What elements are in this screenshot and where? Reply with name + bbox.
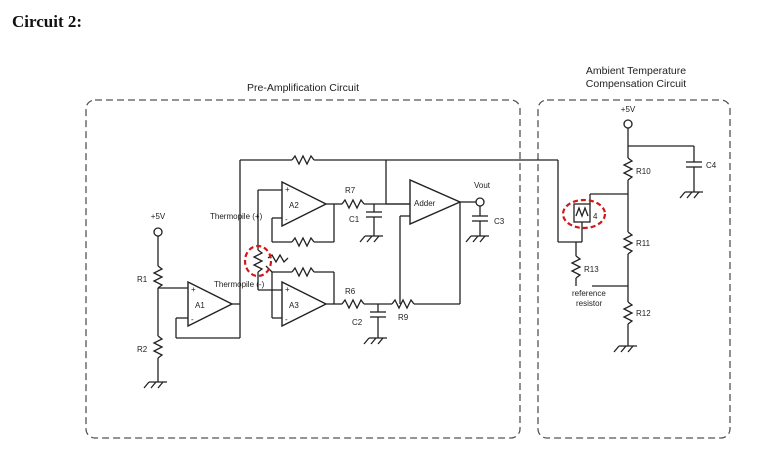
supply-label-left: +5V xyxy=(151,212,166,221)
resistor-a2-feedback xyxy=(291,236,315,248)
label-r6: R6 xyxy=(345,287,356,296)
ground-icon-r12 xyxy=(613,345,638,353)
resistor-r9 xyxy=(391,298,415,310)
opamp-a3 xyxy=(281,280,328,328)
resistor-r10 xyxy=(622,157,634,181)
thermopile-neg-label: Thermopile (-) xyxy=(214,280,265,289)
resistor-r13 xyxy=(570,255,582,279)
svg-text:+: + xyxy=(285,285,290,294)
label-c1: C1 xyxy=(349,215,360,224)
label-a1: A1 xyxy=(195,301,205,310)
ground-icon-c1 xyxy=(359,235,384,243)
preamp-section-box xyxy=(85,99,521,439)
resistor-r12 xyxy=(622,301,634,325)
label-c2: C2 xyxy=(352,318,363,327)
resistor-r7 xyxy=(341,198,365,210)
thermopile-highlight-circle xyxy=(243,244,273,278)
ground-icon-c4 xyxy=(679,191,704,199)
supply-label-right: +5V xyxy=(621,105,636,114)
thermistor-highlight-circle xyxy=(561,198,607,230)
svg-text:-: - xyxy=(285,215,288,224)
preamp-section-title: Pre-Amplification Circuit xyxy=(247,82,359,94)
label-a2: A2 xyxy=(289,201,299,210)
resistor-r2 xyxy=(152,335,164,359)
supply-terminal-right xyxy=(623,119,633,129)
opamp-a2 xyxy=(281,180,328,228)
svg-text:+: + xyxy=(191,285,196,294)
thermopile-element xyxy=(252,249,264,273)
reference-resistor-label-line2: resistor xyxy=(576,299,603,308)
page-title: Circuit 2: xyxy=(12,12,83,31)
label-r1: R1 xyxy=(137,275,148,284)
label-r9: R9 xyxy=(398,313,409,322)
ambient-section-title-line2: Compensation Circuit xyxy=(586,78,686,90)
ambient-section-box xyxy=(537,99,731,439)
label-r2: R2 xyxy=(137,345,148,354)
opamp-a1 xyxy=(187,280,234,328)
supply-terminal-left xyxy=(153,227,163,237)
opamp-adder xyxy=(409,178,462,226)
reference-resistor-label-line1: reference xyxy=(572,289,606,298)
label-c4: C4 xyxy=(706,161,717,170)
label-r12: R12 xyxy=(636,309,651,318)
ground-icon-left xyxy=(143,381,168,389)
ambient-section-title-line1: Ambient Temperature xyxy=(586,65,686,77)
label-adder: Adder xyxy=(414,199,436,208)
label-r10: R10 xyxy=(636,167,651,176)
resistor-r11 xyxy=(622,231,634,255)
resistor-r1 xyxy=(152,265,164,289)
vout-label: Vout xyxy=(474,181,491,190)
ground-icon-c2 xyxy=(363,337,388,345)
svg-text:-: - xyxy=(285,315,288,324)
resistor-a3-feedback xyxy=(291,266,315,278)
label-a3: A3 xyxy=(289,301,299,310)
thermistor-element xyxy=(573,203,591,223)
thermopile-pos-label: Thermopile (+) xyxy=(210,212,263,221)
thermistor-mark: 4 xyxy=(593,212,598,221)
label-r11: R11 xyxy=(636,239,651,248)
vout-terminal xyxy=(475,197,485,207)
resistor-top-feedback xyxy=(291,154,315,166)
resistor-r6 xyxy=(341,298,365,310)
label-r7: R7 xyxy=(345,186,356,195)
label-c3: C3 xyxy=(494,217,505,226)
svg-text:-: - xyxy=(191,315,194,324)
svg-text:+: + xyxy=(285,185,290,194)
label-r13: R13 xyxy=(584,265,599,274)
ground-icon-c3 xyxy=(465,235,490,243)
